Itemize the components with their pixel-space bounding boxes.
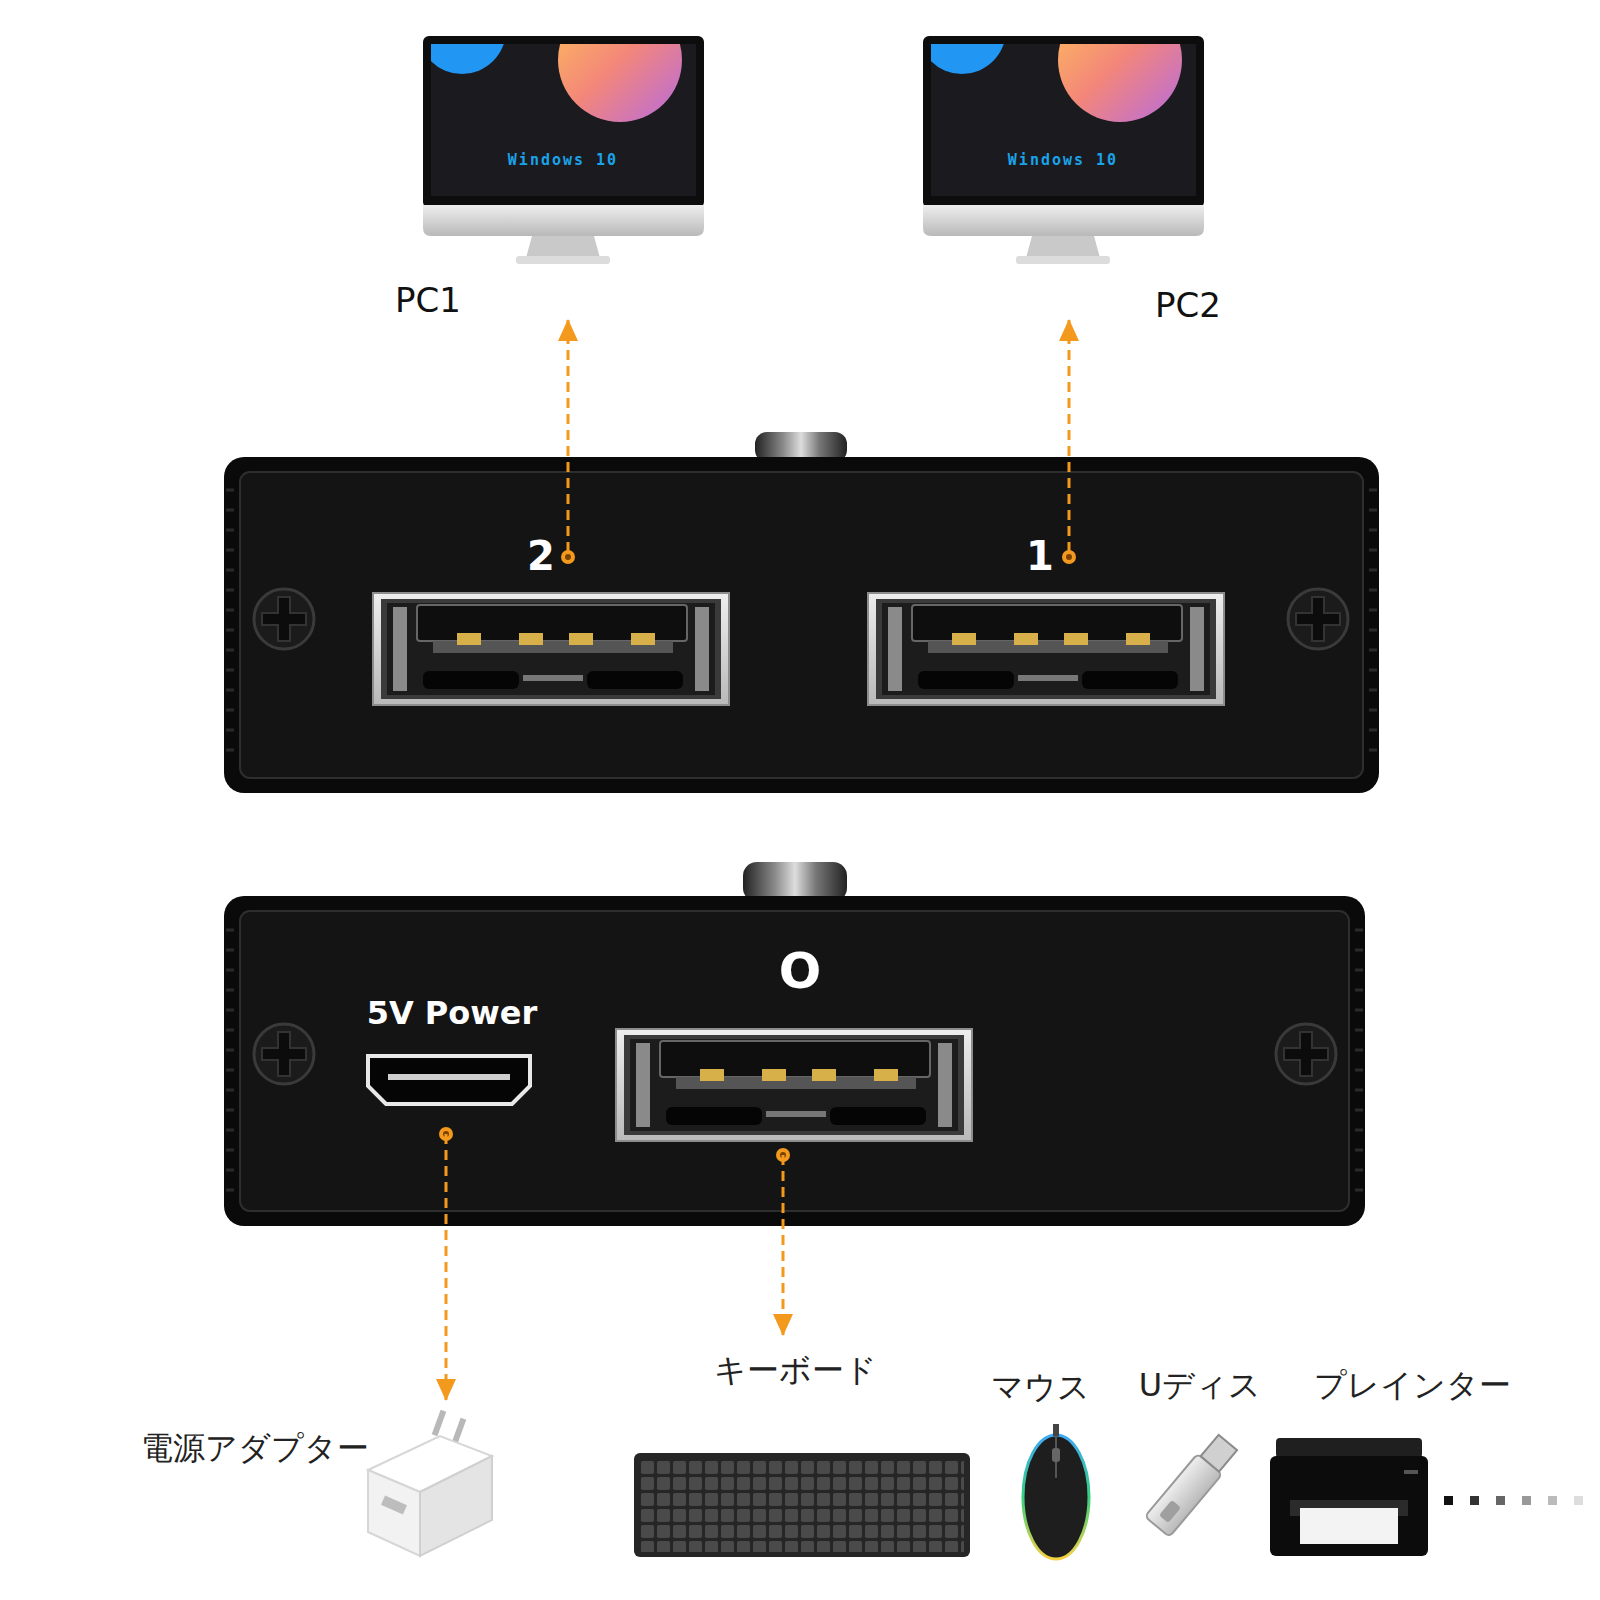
screen-text: Windows 10 xyxy=(1008,152,1118,169)
device-label: マウス xyxy=(991,1369,1090,1406)
pc-monitor: Windows 10PC2 xyxy=(905,30,1235,320)
output-port: O xyxy=(612,935,974,1155)
port-number: 2 xyxy=(527,533,555,579)
device: Uディス xyxy=(1115,1360,1267,1545)
usb-port: 1 xyxy=(865,552,1227,708)
device-label: プレインター xyxy=(1314,1367,1511,1404)
dashed-arrow xyxy=(445,1134,448,1400)
usb-stick xyxy=(1145,1432,1240,1537)
power-port: 5V Power xyxy=(355,985,541,1134)
pc-monitor: Windows 10 PC1 xyxy=(391,30,725,320)
mouse xyxy=(1023,1424,1089,1559)
switch-housing xyxy=(224,432,1379,793)
monitor xyxy=(918,0,1204,264)
device: 電源アダプター xyxy=(120,1400,510,1565)
port-number: 1 xyxy=(1026,533,1054,579)
screen-text: Windows 10 xyxy=(508,152,618,169)
port-label: 5V Power xyxy=(367,995,538,1032)
device-label: Uディス xyxy=(1139,1367,1261,1404)
port-label: O xyxy=(779,943,822,1001)
device: プレインター xyxy=(1280,1360,1542,1560)
device-label: キーボード xyxy=(714,1352,877,1389)
dashed-arrow xyxy=(567,320,570,552)
device-label: PC1 xyxy=(395,281,461,320)
printer xyxy=(1270,1438,1428,1556)
power-adapter xyxy=(368,1410,492,1556)
dashed-arrow xyxy=(782,1155,785,1335)
device: キーボード xyxy=(630,1335,975,1560)
device: マウス xyxy=(985,1360,1100,1565)
switch-housing xyxy=(224,862,1365,1226)
usb-port: 2 xyxy=(370,552,732,708)
device-label: PC2 xyxy=(1155,286,1221,325)
monitor xyxy=(418,0,704,264)
dashed-arrow xyxy=(1068,320,1071,552)
continuation-dots xyxy=(1444,1496,1583,1505)
keyboard xyxy=(634,1453,970,1557)
device-label: 電源アダプター xyxy=(141,1430,369,1467)
